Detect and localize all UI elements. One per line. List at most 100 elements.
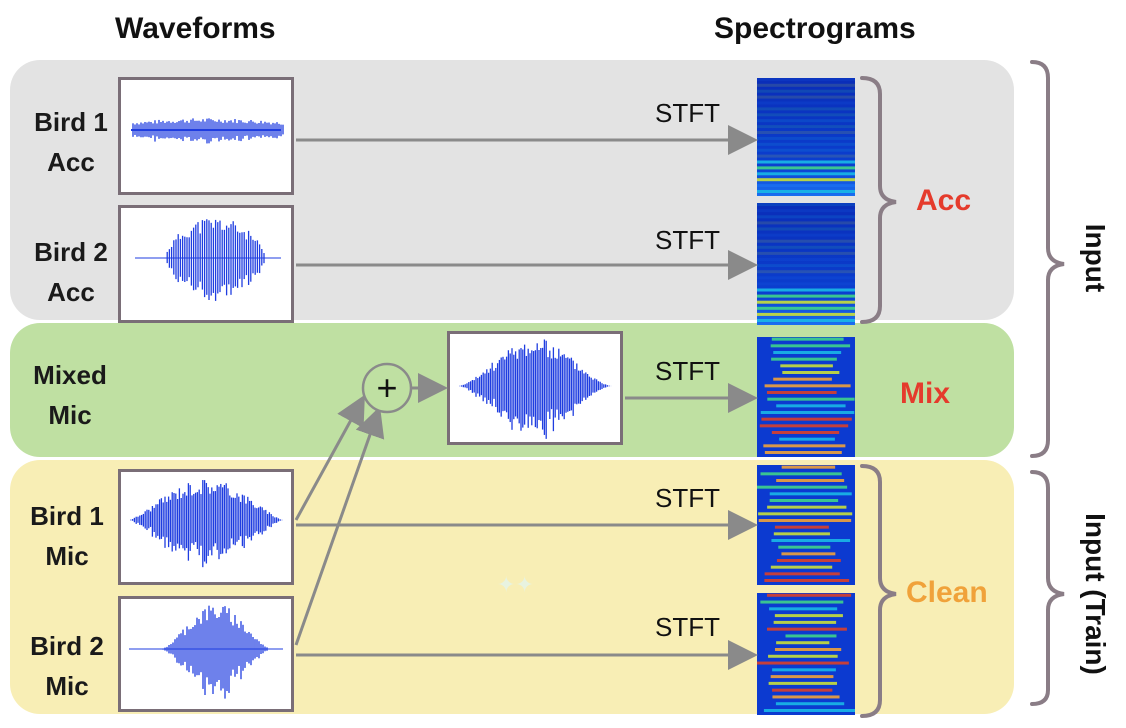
spectrogram-band (771, 431, 840, 434)
spectrogram-band (767, 505, 847, 509)
row-label-bird1-acc: Bird 1 Acc (34, 107, 108, 177)
spectrogram-band (776, 479, 845, 482)
spectrogram-bird2-clean (756, 593, 857, 715)
spectrogram-band (757, 178, 855, 182)
waveform-bird1-mic (118, 469, 294, 585)
spectrogram-band (764, 451, 842, 454)
spectrogram-band (757, 251, 855, 255)
spectrogram-band (767, 627, 847, 631)
spectrogram-band (778, 545, 831, 549)
spectrogram-band (769, 492, 852, 496)
spectrogram-band (771, 357, 837, 361)
spectrogram-band (760, 472, 842, 476)
spectrogram-band (757, 142, 855, 146)
spectrogram-band (757, 89, 855, 93)
spectrogram-band (760, 411, 855, 414)
spectrogram-band (757, 203, 855, 207)
sum-operator-symbol: + (376, 367, 397, 408)
spectrogram-band (757, 239, 855, 243)
spectrogram-band (774, 525, 829, 529)
spectrogram-band (759, 424, 849, 428)
stft-label-5: STFT (655, 612, 720, 642)
group-label-mix: Mix (900, 377, 951, 410)
spectrogram-band (771, 539, 851, 542)
faint-mark: ✦✦ (497, 573, 534, 598)
row-label-bird2-acc: Bird 2 Acc (34, 237, 108, 307)
spectrogram-band (770, 344, 851, 348)
spectrograms-header: Spectrograms (714, 12, 916, 45)
stft-label-3: STFT (655, 356, 720, 386)
spectrogram-bird1-clean (755, 465, 855, 585)
spectrogram-band (764, 384, 851, 388)
input-train-bracket (1030, 470, 1065, 706)
spectrogram-band (764, 572, 840, 576)
spectrogram-band (781, 552, 836, 556)
spectrogram-band (757, 221, 855, 225)
side-label-input: Input (1080, 223, 1111, 293)
row-label-mixed-mic: Mixed Mic (33, 360, 107, 430)
waveforms-header: Waveforms (115, 12, 276, 45)
arrow-bird1-to-sum (294, 394, 365, 521)
spectrogram-band (764, 579, 850, 582)
spectrogram-band (758, 519, 852, 522)
spectrogram-band (757, 270, 855, 274)
spectrogram-image (755, 465, 855, 585)
waveform-plot (129, 605, 283, 699)
spectrogram-band (760, 600, 844, 604)
waveform-plot (135, 219, 281, 301)
spectrogram-band (757, 276, 855, 280)
waveform-plot (459, 339, 612, 439)
spectrogram-band (757, 95, 855, 99)
spectrogram-band (757, 154, 855, 158)
spectrogram-image (756, 593, 857, 715)
spectrogram-band (770, 675, 834, 679)
spectrogram-band (757, 312, 855, 316)
spectrogram-band (772, 688, 833, 692)
spectrogram-image (757, 203, 855, 325)
spectrogram-band (757, 306, 855, 310)
spectrogram-bird1-acc (757, 77, 855, 196)
spectrogram-band (785, 634, 837, 638)
spectrogram-band (757, 148, 855, 152)
clean-bracket (860, 464, 897, 718)
stft-label-1: STFT (655, 98, 720, 128)
spectrogram-band (757, 107, 855, 111)
spectrogram-band (766, 391, 837, 394)
spectrogram-band (757, 294, 855, 298)
spectrogram-band (755, 485, 848, 489)
arrow-bird2-to-sum (294, 406, 385, 646)
spectrogram-band (757, 227, 855, 231)
spectrogram-band (782, 371, 840, 374)
stft-label-2: STFT (655, 225, 720, 255)
spectrogram-band (769, 499, 839, 502)
spectrogram-band (772, 695, 840, 699)
spectrogram-image (757, 337, 855, 457)
spectrogram-band (780, 364, 833, 368)
sum-operator (361, 362, 413, 414)
spectrogram-band (757, 77, 855, 81)
spectrogram-band (763, 709, 857, 712)
spectrogram-band (774, 614, 843, 618)
spectrogram-band (757, 113, 855, 117)
spectrogram-mix (757, 337, 855, 457)
spectrogram-band (757, 190, 855, 193)
group-label-acc: Acc (916, 184, 972, 217)
spectrogram-bird2-acc (757, 203, 855, 325)
spectrogram-band (771, 337, 844, 341)
spectrogram-band (757, 83, 855, 87)
spectrogram-band (770, 565, 833, 569)
waveform-plot (131, 118, 284, 144)
spectrogram-band (757, 172, 855, 176)
spectrogram-band (773, 620, 837, 624)
spectrogram-band (768, 654, 838, 658)
spectrogram-band (756, 661, 849, 665)
spectrogram-band (757, 300, 855, 304)
spectrogram-band (761, 417, 852, 421)
spectrogram-band (757, 258, 855, 261)
spectrogram-band (779, 437, 835, 441)
spectrogram-band (773, 351, 842, 354)
spectrogram-band (757, 131, 855, 134)
spectrogram-band (769, 607, 838, 611)
waveform-mixed-mic (447, 331, 623, 445)
